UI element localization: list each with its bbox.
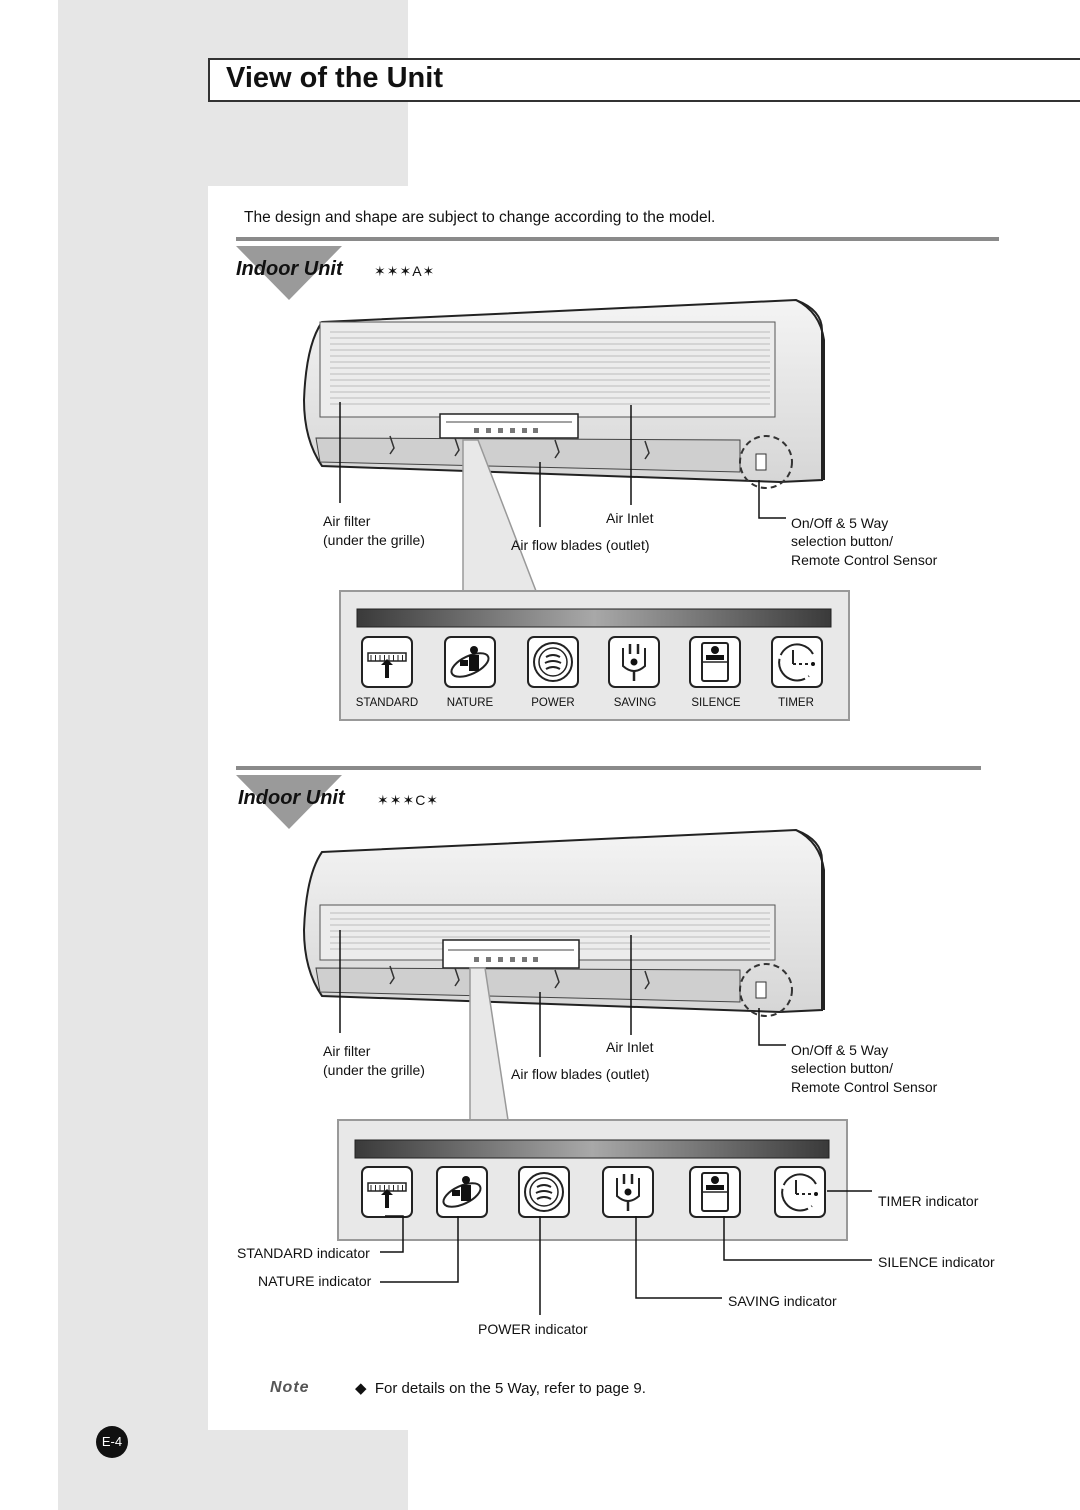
indicator-label-saving-a: SAVING bbox=[613, 697, 657, 709]
title-box bbox=[208, 58, 1080, 102]
page-subtitle: The design and shape are subject to chan… bbox=[244, 209, 716, 226]
label-silence-indicator: SILENCE indicator bbox=[878, 1254, 995, 1270]
indicator-icons-a bbox=[361, 636, 823, 688]
note-title: Note bbox=[270, 1379, 310, 1396]
timer-icon bbox=[774, 1166, 826, 1218]
model-code-a: ✶✶✶A✶ bbox=[374, 263, 436, 279]
timer-icon bbox=[771, 636, 823, 688]
label-standard-indicator: STANDARD indicator bbox=[237, 1245, 370, 1261]
label-onoff-2-c: selection button/ bbox=[791, 1060, 893, 1076]
indicator-label-silence-a: SILENCE bbox=[691, 697, 741, 709]
note-text: ◆ For details on the 5 Way, refer to pag… bbox=[355, 1379, 646, 1397]
label-power-indicator: POWER indicator bbox=[478, 1321, 588, 1337]
label-air-flow-a: Air flow blades (outlet) bbox=[511, 537, 650, 553]
callout-wedge-c bbox=[469, 967, 509, 1121]
note-bullet: ◆ bbox=[355, 1380, 367, 1397]
power-icon bbox=[527, 636, 579, 688]
silence-icon bbox=[689, 1166, 741, 1218]
model-code-c: ✶✶✶C✶ bbox=[377, 792, 440, 808]
saving-icon bbox=[608, 636, 660, 688]
label-timer-indicator: TIMER indicator bbox=[878, 1193, 979, 1209]
section-rule-c bbox=[236, 766, 981, 770]
silence-icon bbox=[689, 636, 741, 688]
label-onoff-2-a: selection button/ bbox=[791, 533, 893, 549]
note-body: For details on the 5 Way, refer to page … bbox=[374, 1380, 646, 1397]
indicator-label-standard-a: STANDARD bbox=[355, 697, 419, 709]
page-number-badge: E-4 bbox=[96, 1426, 128, 1458]
power-icon bbox=[518, 1166, 570, 1218]
indicator-icons-c bbox=[361, 1166, 826, 1218]
label-air-filter-c: Air filter bbox=[323, 1043, 371, 1059]
label-air-filter-a: Air filter bbox=[323, 513, 371, 529]
nature-icon bbox=[444, 636, 496, 688]
label-air-filter-sub-c: (under the grille) bbox=[323, 1062, 425, 1078]
label-air-inlet-a: Air Inlet bbox=[606, 510, 654, 526]
indicator-label-power-a: POWER bbox=[531, 697, 575, 709]
callout-wedge-a bbox=[462, 439, 538, 592]
label-air-flow-c: Air flow blades (outlet) bbox=[511, 1066, 650, 1082]
indicator-label-nature-a: NATURE bbox=[446, 697, 494, 709]
label-air-filter-sub-a: (under the grille) bbox=[323, 532, 425, 548]
indicator-label-timer-a: TIMER bbox=[778, 697, 814, 709]
page-title: View of the Unit bbox=[226, 62, 443, 94]
saving-icon bbox=[602, 1166, 654, 1218]
label-onoff-3-c: Remote Control Sensor bbox=[791, 1079, 938, 1095]
label-air-inlet-c: Air Inlet bbox=[606, 1039, 654, 1055]
indicator-panel-c bbox=[337, 1119, 848, 1241]
section-heading-a: Indoor Unit bbox=[236, 258, 343, 280]
label-onoff-3-a: Remote Control Sensor bbox=[791, 552, 938, 568]
label-nature-indicator: NATURE indicator bbox=[258, 1273, 372, 1289]
section-rule-a bbox=[236, 237, 999, 241]
section-heading-c: Indoor Unit bbox=[238, 787, 345, 809]
label-onoff-1-a: On/Off & 5 Way bbox=[791, 515, 889, 531]
nature-icon bbox=[436, 1166, 488, 1218]
label-saving-indicator: SAVING indicator bbox=[728, 1293, 837, 1309]
label-onoff-1-c: On/Off & 5 Way bbox=[791, 1042, 889, 1058]
